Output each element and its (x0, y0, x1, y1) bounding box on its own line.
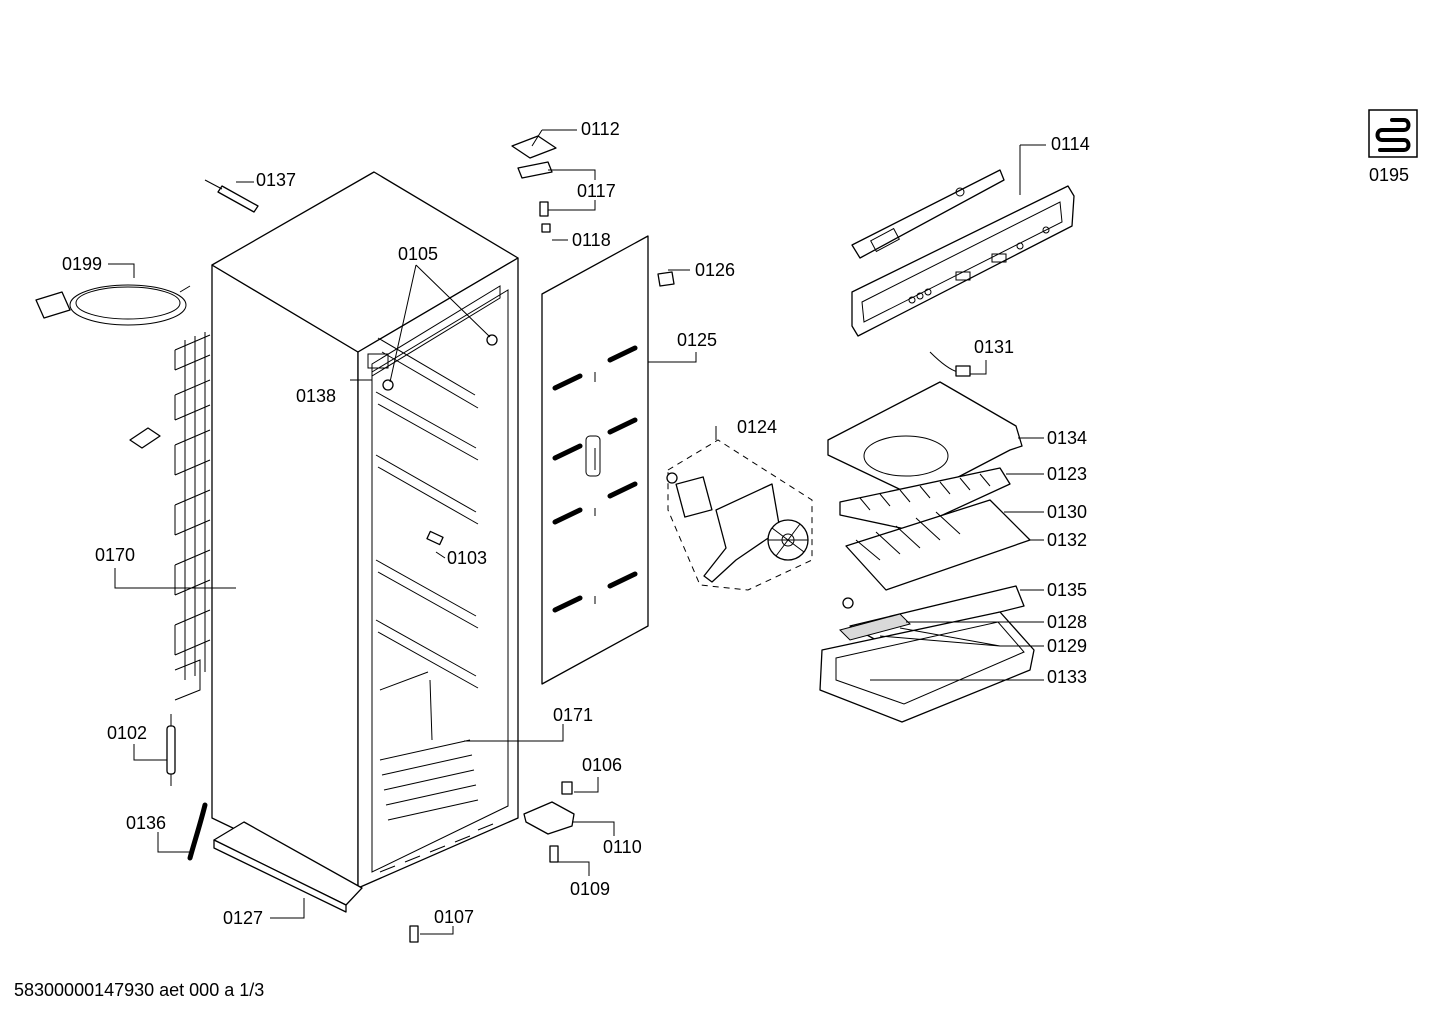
label-0126: 0126 (695, 260, 735, 280)
label-0129: 0129 (1047, 636, 1087, 656)
label-0112: 0112 (581, 119, 620, 139)
label-0110: 0110 (603, 837, 642, 857)
label-0171: 0171 (553, 705, 593, 725)
label-0135: 0135 (1047, 580, 1087, 600)
label-0170: 0170 (95, 545, 135, 565)
fan-assembly (666, 439, 813, 591)
rear-panel (541, 235, 649, 685)
label-0128: 0128 (1047, 612, 1087, 632)
condenser-coil (129, 332, 211, 701)
label-0136: 0136 (126, 813, 166, 833)
fastener-0105b (486, 334, 498, 346)
label-0131: 0131 (974, 337, 1014, 357)
connector-0131 (929, 351, 971, 377)
filter-drier (166, 714, 176, 786)
refrigerant-symbol-icon (1368, 109, 1418, 158)
evaporator-stack (819, 381, 1035, 723)
cabinet-body (211, 171, 519, 913)
label-0123: 0123 (1047, 464, 1087, 484)
sensor-0137 (204, 179, 259, 213)
label-0114: 0114 (1051, 134, 1090, 154)
label-0106: 0106 (582, 755, 622, 775)
document-code: 58300000147930 aet 000 a 1/3 (14, 980, 265, 1000)
control-panel (851, 169, 1075, 337)
part-labels: 0195 0112 0117 0118 0137 0199 0105 0138 … (62, 119, 1409, 928)
label-0134: 0134 (1047, 428, 1087, 448)
label-0137: 0137 (256, 170, 296, 190)
label-0127: 0127 (223, 908, 263, 928)
drain-hose (187, 802, 208, 861)
label-0132: 0132 (1047, 530, 1087, 550)
label-0199: 0199 (62, 254, 102, 274)
part-0103 (426, 530, 444, 546)
label-0118: 0118 (572, 230, 611, 250)
label-0117: 0117 (577, 181, 616, 201)
label-0107: 0107 (434, 907, 474, 927)
label-0138: 0138 (296, 386, 336, 406)
bottom-hinge-parts (409, 781, 575, 943)
label-0133: 0133 (1047, 667, 1087, 687)
leader-lines (108, 129, 1046, 935)
fastener-0105a (382, 379, 394, 391)
top-hinge-parts (511, 135, 675, 287)
label-0105: 0105 (398, 244, 438, 264)
label-0109: 0109 (570, 879, 610, 899)
label-0125: 0125 (677, 330, 717, 350)
label-0102: 0102 (107, 723, 147, 743)
power-cord (35, 284, 191, 326)
label-0130: 0130 (1047, 502, 1087, 522)
label-0103: 0103 (447, 548, 487, 568)
label-0124: 0124 (737, 417, 777, 437)
label-0195: 0195 (1369, 165, 1409, 185)
